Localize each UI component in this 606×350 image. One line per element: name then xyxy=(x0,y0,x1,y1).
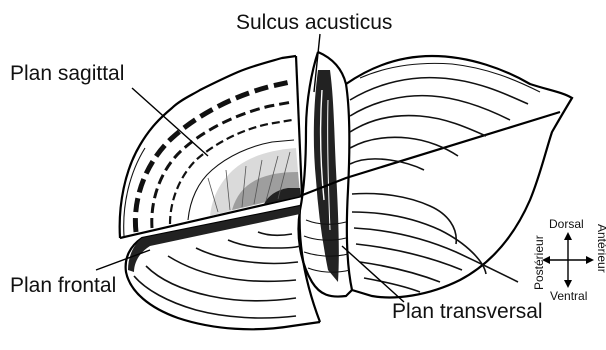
arrow-right-icon xyxy=(586,256,594,264)
label-sulcus-acusticus: Sulcus acusticus xyxy=(236,11,392,34)
arrow-up-icon xyxy=(564,232,572,240)
label-plan-sagittal: Plan sagittal xyxy=(10,62,124,85)
orientation-compass: Dorsal Ventral Postérieur Antérieur xyxy=(532,217,606,303)
sulcus-acusticus-slab xyxy=(299,52,353,297)
label-plan-frontal: Plan frontal xyxy=(10,274,116,297)
label-posterieur: Postérieur xyxy=(532,235,546,290)
frontal-leader xyxy=(96,250,150,270)
transversal-leader xyxy=(342,246,404,302)
frontal-plane-sector xyxy=(126,206,320,329)
label-plan-transversal: Plan transversal xyxy=(392,300,543,323)
label-anterieur: Antérieur xyxy=(595,224,606,273)
arrow-down-icon xyxy=(564,280,572,288)
sagittal-leader xyxy=(132,88,208,156)
label-dorsal: Dorsal xyxy=(549,217,584,231)
label-ventral: Ventral xyxy=(550,289,587,303)
